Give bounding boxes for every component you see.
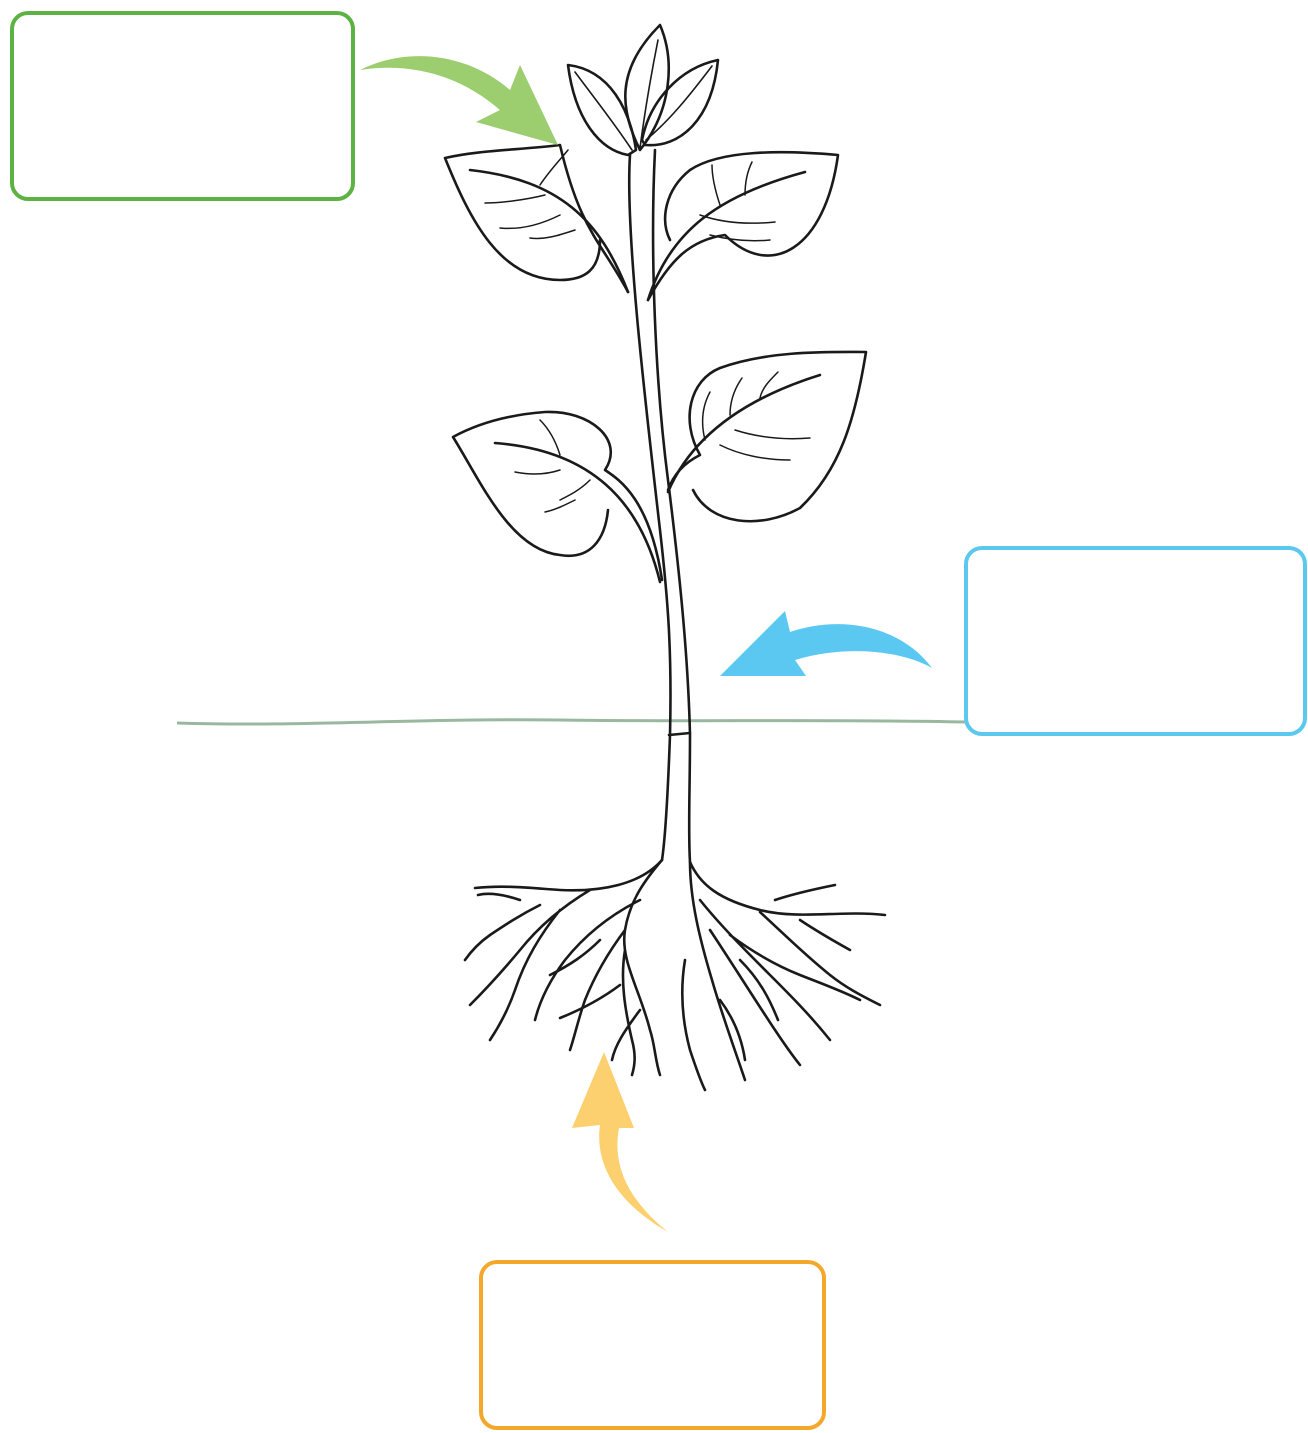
roots-arrow	[572, 1052, 668, 1232]
leaves-arrow	[360, 56, 558, 145]
upper-right-leaf-veins	[699, 161, 776, 242]
lower-left-leaf-veins	[514, 419, 591, 513]
leaves-label-text	[14, 15, 351, 197]
bud-veins	[574, 39, 713, 151]
bud-leaf-right	[640, 58, 720, 147]
plant	[443, 23, 887, 1092]
ground-line	[176, 718, 966, 726]
upper-left-leaf-midrib	[468, 168, 630, 294]
upper-right-leaf	[646, 150, 840, 302]
leaves-label-box[interactable]	[10, 11, 355, 201]
lower-left-leaf-midrib	[493, 441, 662, 584]
lower-left-leaf	[451, 410, 664, 582]
stem-joint	[667, 731, 692, 737]
lower-right-leaf-veins	[701, 371, 811, 461]
upper-right-leaf-midrib	[646, 170, 807, 302]
stem-label-text	[968, 550, 1303, 732]
lower-right-leaf	[666, 350, 868, 523]
upper-left-leaf	[443, 143, 630, 294]
stem-label-box[interactable]	[964, 546, 1307, 736]
stem-arrow	[720, 611, 932, 676]
roots-label-box[interactable]	[479, 1260, 826, 1430]
lower-right-leaf-midrib	[666, 373, 822, 494]
roots-label-text	[483, 1264, 822, 1426]
upper-left-leaf-veins	[484, 149, 576, 240]
bud-leaf-left	[566, 63, 638, 157]
roots	[463, 858, 887, 1092]
